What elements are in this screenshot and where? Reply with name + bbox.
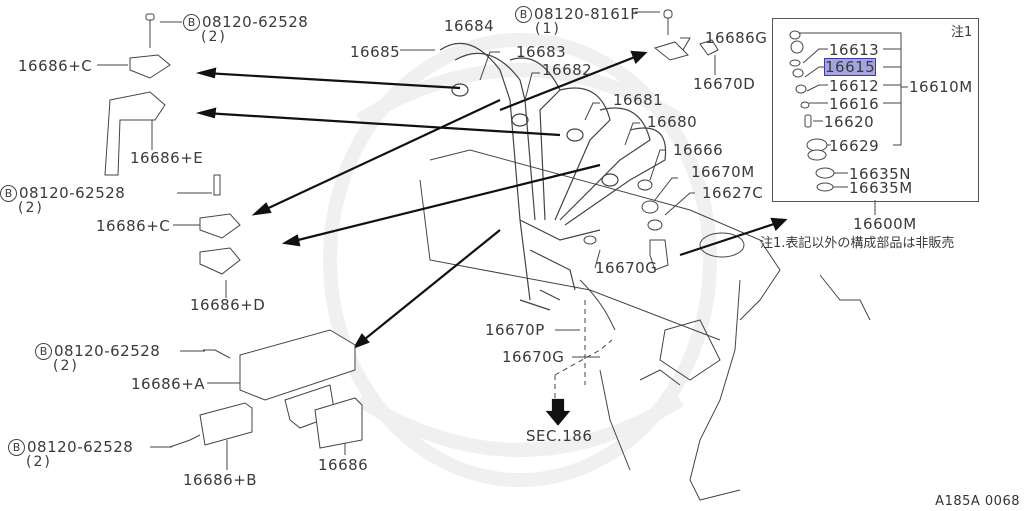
part-label-16686-d[interactable]: 16686+D [190,296,266,314]
bolt-qty: (2) [201,29,227,45]
bolt-part-number[interactable]: 08120-62528 [202,13,309,31]
inset-part-16635m[interactable]: 16635M [849,179,913,197]
drawing-code: A185A 0068 [935,494,1020,509]
inset-part-16616[interactable]: 16616 [829,95,880,113]
bolt-qty: (2) [26,454,52,470]
bolt-marker-icon: B [35,343,52,360]
part-label-16670m[interactable]: 16670M [691,163,755,181]
inset-group-16610m[interactable]: 16610M [909,78,973,96]
part-label-16686-c-top[interactable]: 16686+C [18,57,93,75]
part-label-16681[interactable]: 16681 [613,91,664,109]
bolt-marker-icon: B [183,14,200,31]
bolt-marker-icon: B [515,6,532,23]
section-reference-link[interactable]: SEC.186 [526,427,593,445]
inset-note-text: 注1.表記以外の構成部品は非販売 [760,236,955,251]
inset-part-16612[interactable]: 16612 [829,77,880,95]
bolt-part-number[interactable]: 08120-62528 [19,184,126,202]
watermark [323,33,717,487]
part-label-16686[interactable]: 16686 [318,456,369,474]
inset-part-16620[interactable]: 16620 [824,113,875,131]
leader-lines [97,11,876,470]
bolt-part-number[interactable]: 08120-62528 [27,438,134,456]
part-label-16670g-upper[interactable]: 16670G [595,259,658,277]
part-label-16685[interactable]: 16685 [350,43,401,61]
part-label-16682[interactable]: 16682 [542,61,593,79]
part-label-16686-b[interactable]: 16686+B [183,471,258,489]
injection-tubes [439,42,667,311]
bolt-marker-icon: B [0,185,17,202]
engine-block [419,149,871,501]
inset-part-16615-highlighted[interactable]: 16615 [823,58,877,76]
part-label-16686-e[interactable]: 16686+E [130,149,204,167]
leader-arrows [195,50,788,426]
part-label-16683[interactable]: 16683 [516,43,567,61]
part-label-16684[interactable]: 16684 [444,17,495,35]
bolt-qty: (2) [53,358,79,374]
inset-part-16635n[interactable]: 16635N [849,165,911,183]
assembly-label-16600m[interactable]: 16600M [853,215,917,233]
inset-lines [789,30,908,192]
bolt-part-number[interactable]: 08120-62528 [54,342,161,360]
bolt-qty: (1) [535,21,561,37]
part-shapes [104,9,719,449]
part-label-16680[interactable]: 16680 [647,113,698,131]
bolt-part-number[interactable]: 08120-8161F [534,5,640,23]
part-label-16666[interactable]: 16666 [673,141,724,159]
inset-part-16629[interactable]: 16629 [829,137,880,155]
part-label-16627c[interactable]: 16627C [702,184,764,202]
part-label-16686g[interactable]: 16686G [705,29,768,47]
bolt-marker-icon: B [8,439,25,456]
nozzle-assembly-inset: 注1 16613 16615 16612 16616 16620 16629 1… [772,18,979,202]
part-label-16670p[interactable]: 16670P [485,321,545,339]
part-label-16670g-lower[interactable]: 16670G [502,348,565,366]
inset-part-16613[interactable]: 16613 [829,41,880,59]
bolt-qty: (2) [18,200,44,216]
part-label-16686-c-mid[interactable]: 16686+C [96,217,171,235]
part-label-16686-a[interactable]: 16686+A [131,375,206,393]
inset-note-tag: 注1 [951,25,973,40]
part-label-16670d[interactable]: 16670D [693,75,756,93]
